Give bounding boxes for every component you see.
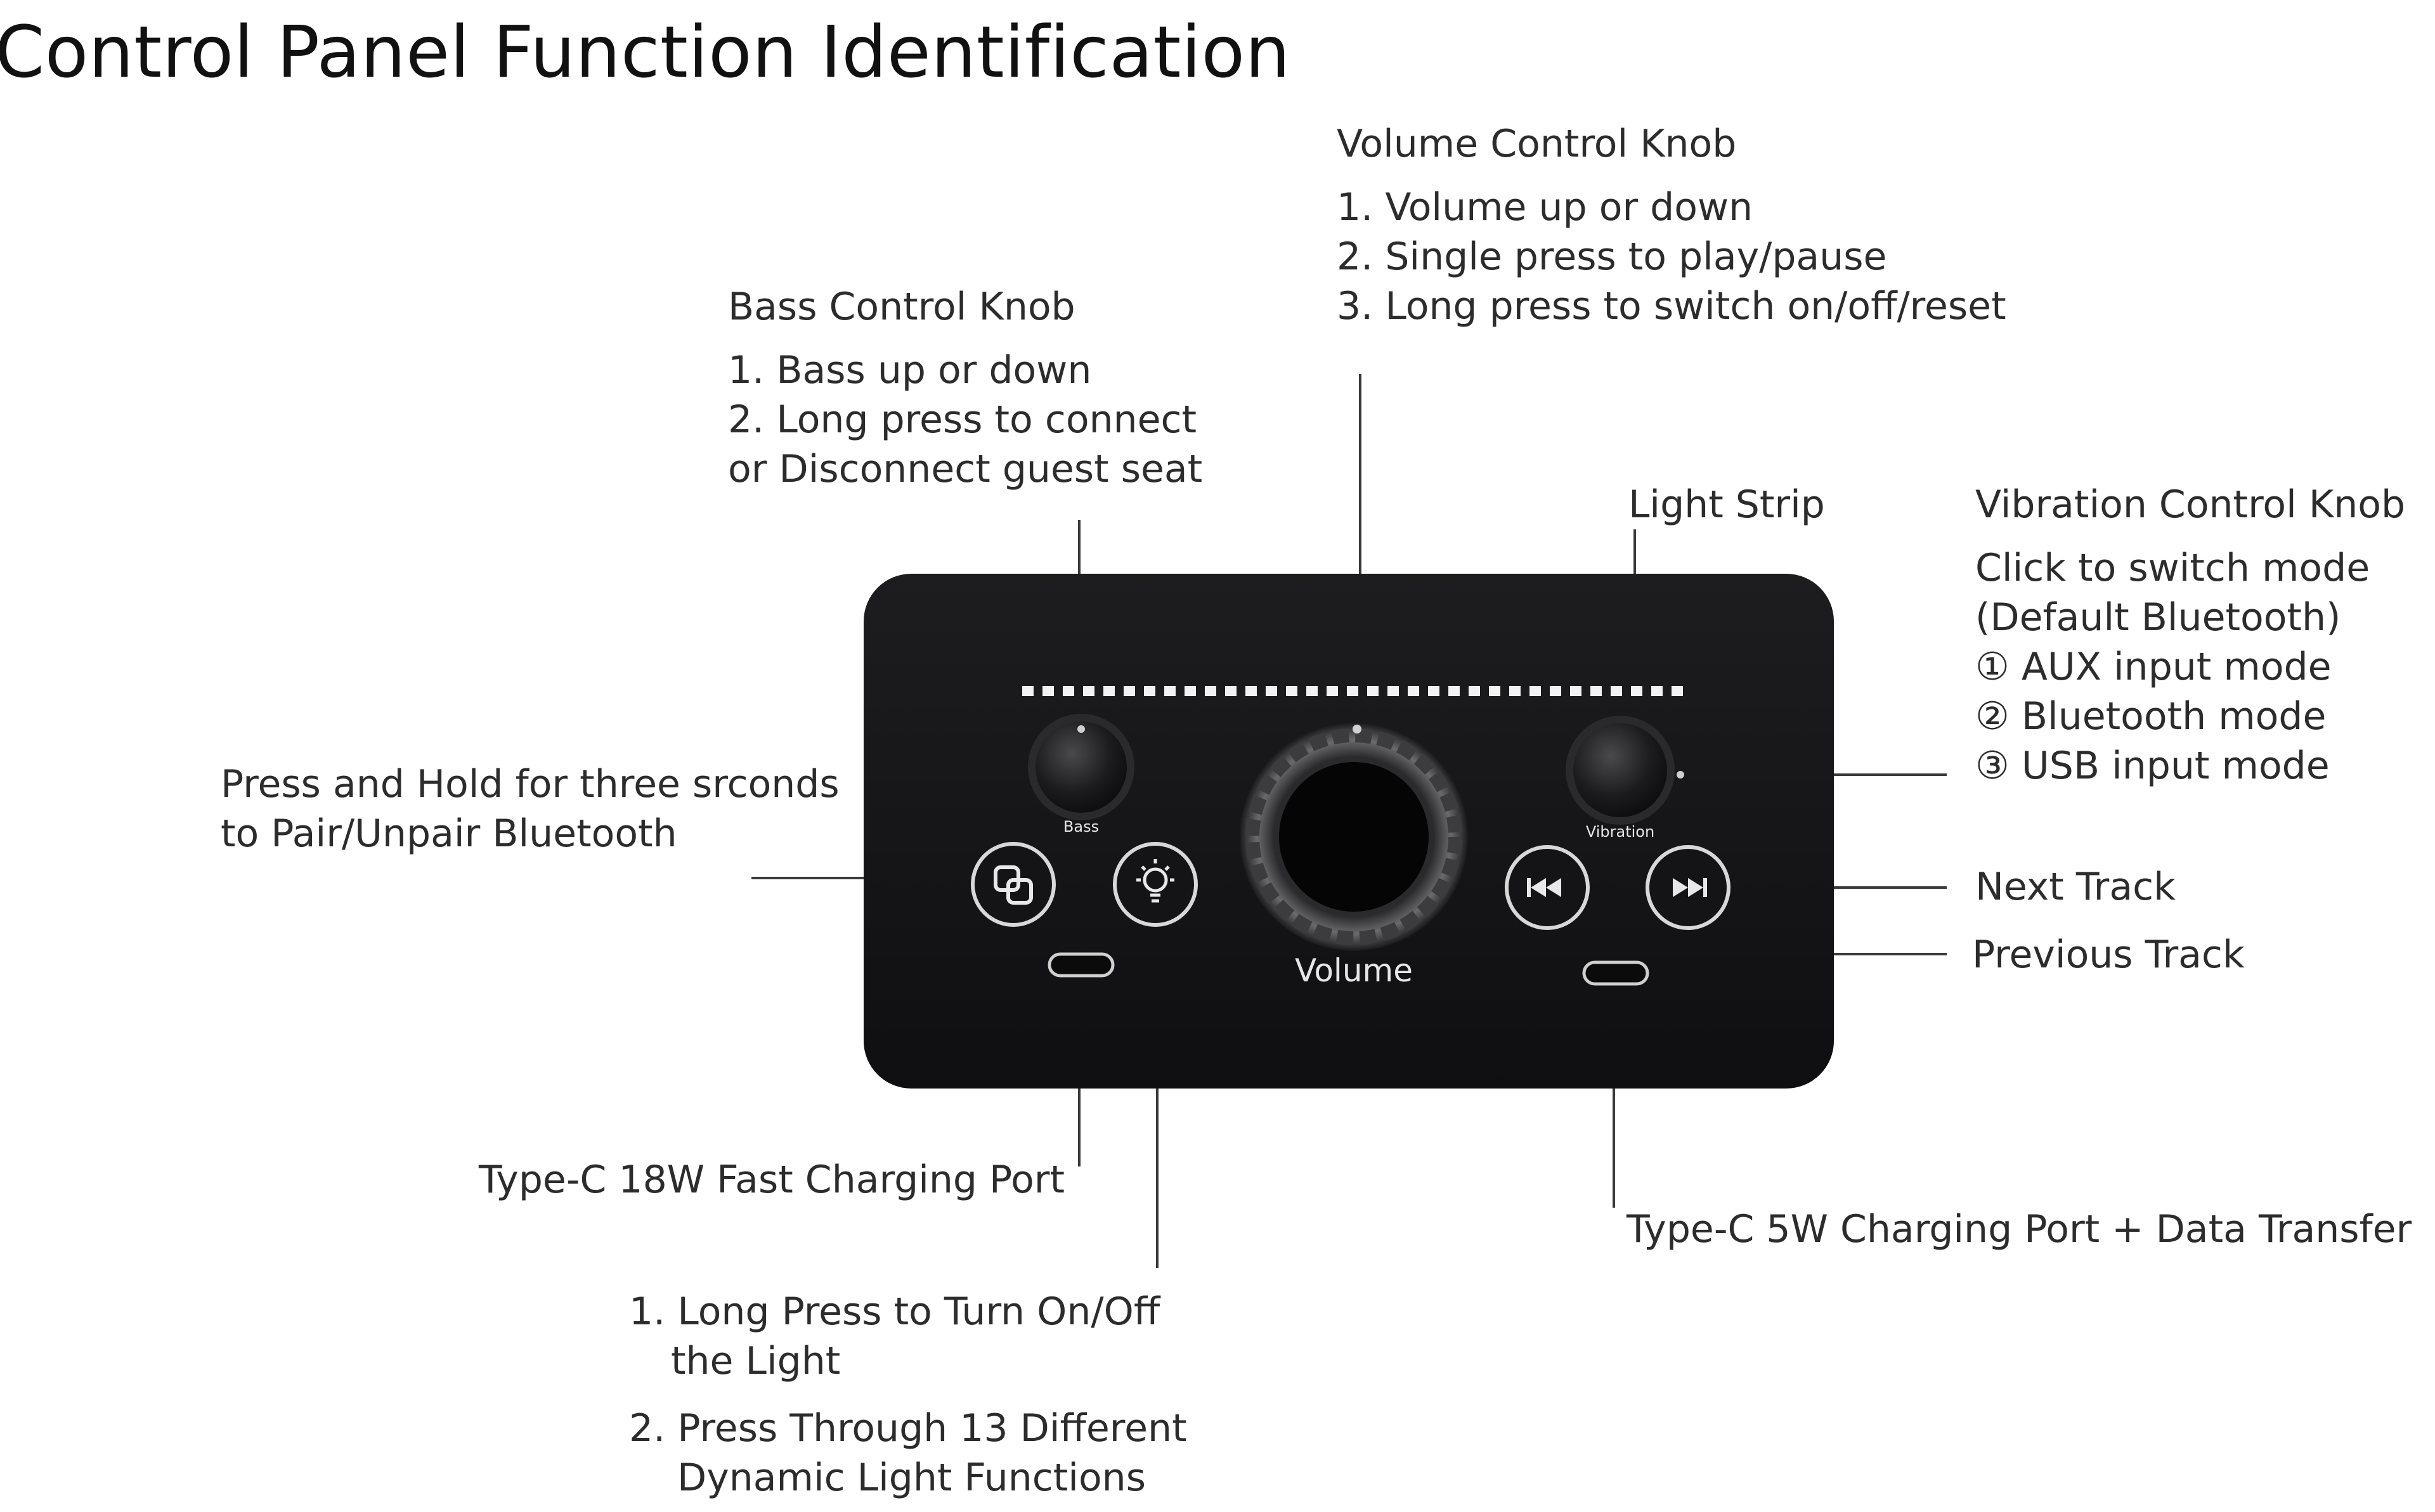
volume-knob-item-1: 1. Volume up or down xyxy=(1337,185,1753,229)
vibration-knob-item-2: (Default Bluetooth) xyxy=(1975,595,2341,640)
usb-c-port-5w[interactable] xyxy=(1582,960,1649,986)
bass-knob-item-1: 1. Bass up or down xyxy=(728,348,1092,392)
page-title: Control Panel Function Identification xyxy=(0,11,1291,94)
bass-knob[interactable] xyxy=(1028,714,1134,820)
bass-knob-callout: Bass Control Knob 1. Bass up or down 2. … xyxy=(728,282,1202,494)
light-button-item-2: 2. Press Through 13 Different xyxy=(629,1406,1187,1451)
bass-knob-item-2: 2. Long press to connect xyxy=(728,397,1197,442)
previous-track-icon xyxy=(1527,878,1561,897)
bluetooth-callout: Press and Hold for three srconds to Pair… xyxy=(221,759,840,858)
volume-print-label: Volume xyxy=(1295,952,1413,989)
next-track-button[interactable] xyxy=(1646,845,1730,930)
light-button-callout: 1. Long Press to Turn On/Off the Light 2… xyxy=(629,1287,1187,1502)
previous-track-callout: Previous Track xyxy=(1972,933,2245,977)
vibration-knob-item-5: ③ USB input mode xyxy=(1975,744,2330,788)
volume-knob-heading: Volume Control Knob xyxy=(1337,122,1737,166)
vibration-knob[interactable] xyxy=(1566,716,1684,825)
light-bulb-icon xyxy=(1136,859,1174,903)
vibration-knob-callout: Vibration Control Knob Click to switch m… xyxy=(1975,480,2405,791)
volume-knob-item-3: 3. Long press to switch on/off/reset xyxy=(1337,284,2006,328)
vibration-knob-item-4: ② Bluetooth mode xyxy=(1975,694,2327,739)
bass-print-label: Bass xyxy=(1063,818,1099,836)
light-button-item-1b: the Light xyxy=(671,1339,841,1383)
volume-knob-callout: Volume Control Knob 1. Volume up or down… xyxy=(1337,119,2006,331)
vibration-knob-item-3: ① AUX input mode xyxy=(1975,645,2332,689)
typec-18w-callout: Type-C 18W Fast Charging Port xyxy=(479,1158,1065,1202)
light-button-item-1: 1. Long Press to Turn On/Off xyxy=(629,1289,1160,1334)
next-track-callout: Next Track xyxy=(1975,865,2176,909)
volume-knob-item-2: 2. Single press to play/pause xyxy=(1337,235,1887,279)
light-strip-callout: Light Strip xyxy=(1628,482,1825,527)
typec-5w-callout: Type-C 5W Charging Port + Data Transfer xyxy=(1627,1207,2412,1251)
light-button[interactable] xyxy=(1113,842,1198,927)
volume-knob[interactable] xyxy=(1240,723,1468,951)
usb-c-port-18w[interactable] xyxy=(1048,952,1115,978)
bluetooth-callout-line-2: to Pair/Unpair Bluetooth xyxy=(221,811,677,856)
previous-track-button[interactable] xyxy=(1505,845,1590,930)
vibration-knob-item-1: Click to switch mode xyxy=(1975,546,2370,590)
bass-knob-item-3: or Disconnect guest seat xyxy=(728,447,1203,491)
bluetooth-pair-button[interactable] xyxy=(971,842,1056,927)
bluetooth-pair-icon xyxy=(994,865,1033,905)
vibration-knob-heading: Vibration Control Knob xyxy=(1975,482,2406,527)
vibration-print-label: Vibration xyxy=(1586,823,1654,841)
bass-knob-heading: Bass Control Knob xyxy=(728,285,1075,329)
next-track-icon xyxy=(1673,878,1707,897)
bluetooth-callout-line-1: Press and Hold for three srconds xyxy=(221,762,840,806)
light-button-item-2b: Dynamic Light Functions xyxy=(677,1456,1146,1500)
